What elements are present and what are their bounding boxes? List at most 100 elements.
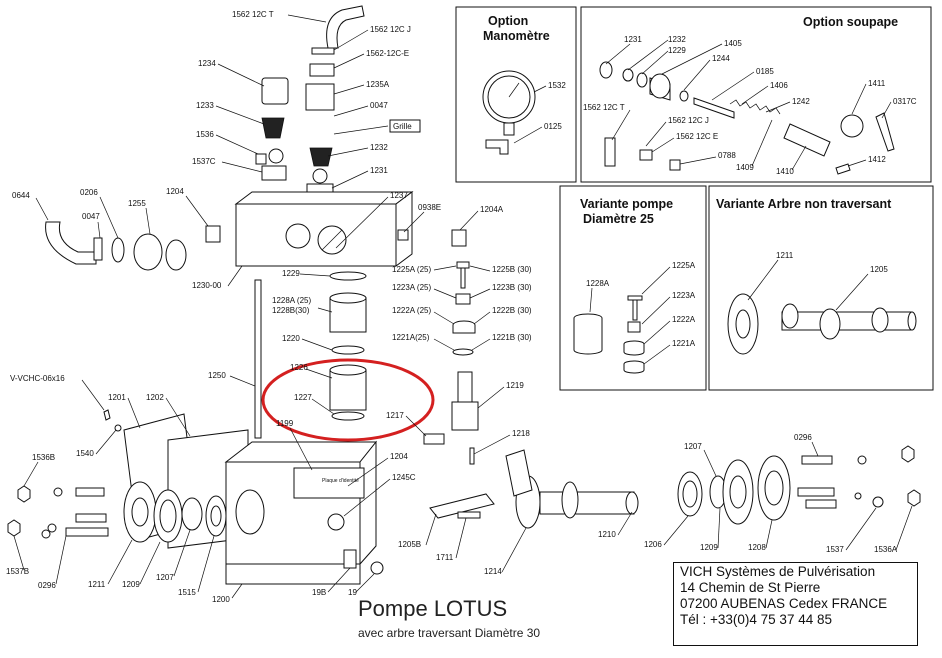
part-label: 1411 <box>868 79 886 88</box>
part-label: 1209 <box>122 580 140 589</box>
part-label: 1223B (30) <box>492 283 532 292</box>
connecting-rod-column <box>423 261 479 465</box>
part-label: 1226 <box>290 363 308 372</box>
part-label: 1233 <box>196 101 214 110</box>
part-label: 1223A (25) <box>392 283 431 292</box>
part-label: 0185 <box>756 67 774 76</box>
part-label: 19B <box>312 588 326 597</box>
company-name: VICH Systèmes de Pulvérisation <box>680 564 876 579</box>
inset-title: Manomètre <box>483 29 550 43</box>
part-label: 1232 <box>370 143 388 152</box>
part-label: 0296 <box>794 433 812 442</box>
part-label: 1228A (25) <box>272 296 311 305</box>
part-label: 1562 12C J <box>370 25 411 34</box>
part-label: 1231 <box>370 166 388 175</box>
part-label: 1208 <box>748 543 766 552</box>
part-label: 1536 <box>196 130 214 139</box>
part-label: 1222A <box>672 315 696 324</box>
part-label: 1245C <box>392 473 416 482</box>
diagram-title: Pompe LOTUS <box>358 596 508 621</box>
company-city: 07200 AUBENAS Cedex FRANCE <box>680 596 888 611</box>
part-label: 1536A <box>874 545 898 554</box>
company-info-box: VICH Systèmes de Pulvérisation 14 Chemin… <box>673 562 918 646</box>
part-label: 1562 12C T <box>583 103 625 112</box>
inset-variante-arbre <box>708 185 934 391</box>
part-label: 1222A (25) <box>392 306 431 315</box>
part-label: 1211 <box>776 251 794 260</box>
part-label: 1231 <box>624 35 642 44</box>
left-bearing-stack <box>7 409 227 543</box>
part-label: 1405 <box>724 39 742 48</box>
part-label: 1206 <box>644 540 662 549</box>
part-label: 1536B <box>32 453 55 462</box>
part-label: 1225B (30) <box>492 265 532 274</box>
company-phone: Tél : +33(0)4 75 37 44 85 <box>680 612 832 627</box>
part-label: 0125 <box>544 122 562 131</box>
part-label: 0938E <box>418 203 441 212</box>
part-label: 1214 <box>484 567 502 576</box>
part-label: 1242 <box>792 97 810 106</box>
part-label: 1562 12C E <box>676 132 718 141</box>
part-label: 19 <box>348 588 357 597</box>
part-label: 1221A <box>672 339 696 348</box>
inset-title: Option <box>488 14 528 28</box>
part-label: 1207 <box>684 442 702 451</box>
part-label: 1244 <box>712 54 730 63</box>
part-label: 1237 <box>390 191 408 200</box>
part-label: 1537B <box>6 567 29 576</box>
part-label: 1218 <box>512 429 530 438</box>
part-label: 1204 <box>166 187 184 196</box>
part-label: Grille <box>393 122 412 131</box>
part-label: 1219 <box>506 381 524 390</box>
part-label: 1230-00 <box>192 281 222 290</box>
part-label: 1537 <box>826 545 844 554</box>
part-label: 1209 <box>700 543 718 552</box>
part-label: 1412 <box>868 155 886 164</box>
part-label: 1205 <box>870 265 888 274</box>
part-label: 1410 <box>776 167 794 176</box>
part-label: 0788 <box>718 151 736 160</box>
part-label: 1210 <box>598 530 616 539</box>
main-labels: 1562 12C T 1562 12C J 1562-12C-E 1234 12… <box>6 10 913 604</box>
inset-variante-pompe <box>559 185 707 391</box>
company-address: 14 Chemin de St Pierre <box>680 580 821 595</box>
part-label: 1255 <box>128 199 146 208</box>
part-label: 1199 <box>276 419 294 428</box>
part-label: 1537C <box>192 157 216 166</box>
part-label: 0317C <box>893 97 917 106</box>
inset-title: Option soupape <box>803 15 898 29</box>
highlight-ellipse <box>261 358 435 442</box>
part-label: 1515 <box>178 588 196 597</box>
inset-title: Variante pompe <box>580 197 673 211</box>
part-label: 1202 <box>146 393 164 402</box>
part-label: 1562 12C J <box>668 116 709 125</box>
part-label: 1562-12C-E <box>366 49 409 58</box>
part-label: 1221A(25) <box>392 333 430 342</box>
part-label: 0206 <box>80 188 98 197</box>
identity-plate-label: Plaque d'identité <box>322 478 359 484</box>
part-label: 1562 12C T <box>232 10 274 19</box>
part-label: 1532 <box>548 81 566 90</box>
part-label: 1228A <box>586 279 610 288</box>
manometre-gauge <box>482 70 536 155</box>
part-label: 1229 <box>668 46 686 55</box>
part-label: 1227 <box>294 393 312 402</box>
part-label: 1204A <box>480 205 504 214</box>
part-label: 1228B(30) <box>272 306 310 315</box>
part-label: 1222B (30) <box>492 306 532 315</box>
part-label: 1540 <box>76 449 94 458</box>
part-label: 1229 <box>282 269 300 278</box>
part-label: 1225A (25) <box>392 265 431 274</box>
part-label: V-VCHC-06x16 <box>10 374 65 383</box>
grille-tag <box>389 119 421 133</box>
part-label: 0047 <box>370 101 388 110</box>
part-label: 0047 <box>82 212 100 221</box>
part-label: 1711 <box>436 553 454 562</box>
diagram-subtitle: avec arbre traversant Diamètre 30 <box>358 626 541 640</box>
inset-title: Diamètre 25 <box>583 212 654 226</box>
part-label: 1406 <box>770 81 788 90</box>
crankshaft <box>429 445 921 529</box>
part-label: 1250 <box>208 371 226 380</box>
part-label: 1207 <box>156 573 174 582</box>
